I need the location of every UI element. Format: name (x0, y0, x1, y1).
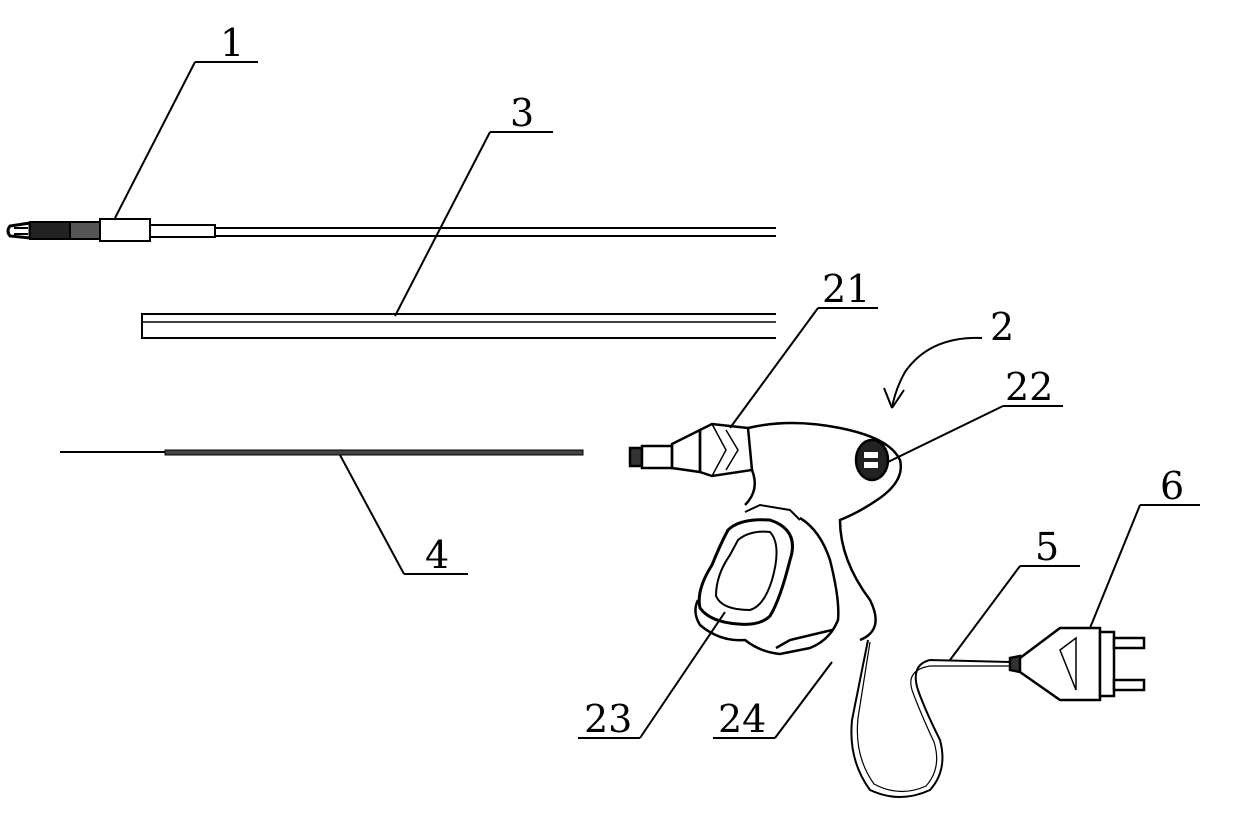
label-part-21: 21 (822, 267, 870, 311)
label-part-6: 6 (1160, 464, 1184, 508)
label-part-3: 3 (510, 91, 534, 135)
label-part-2: 2 (990, 305, 1014, 349)
label-part-23: 23 (584, 697, 632, 741)
label-part-5: 5 (1035, 525, 1059, 569)
label-part-22: 22 (1005, 365, 1053, 409)
label-part-4: 4 (425, 533, 449, 577)
label-part-24: 24 (718, 697, 766, 741)
label-part-1: 1 (220, 21, 244, 65)
